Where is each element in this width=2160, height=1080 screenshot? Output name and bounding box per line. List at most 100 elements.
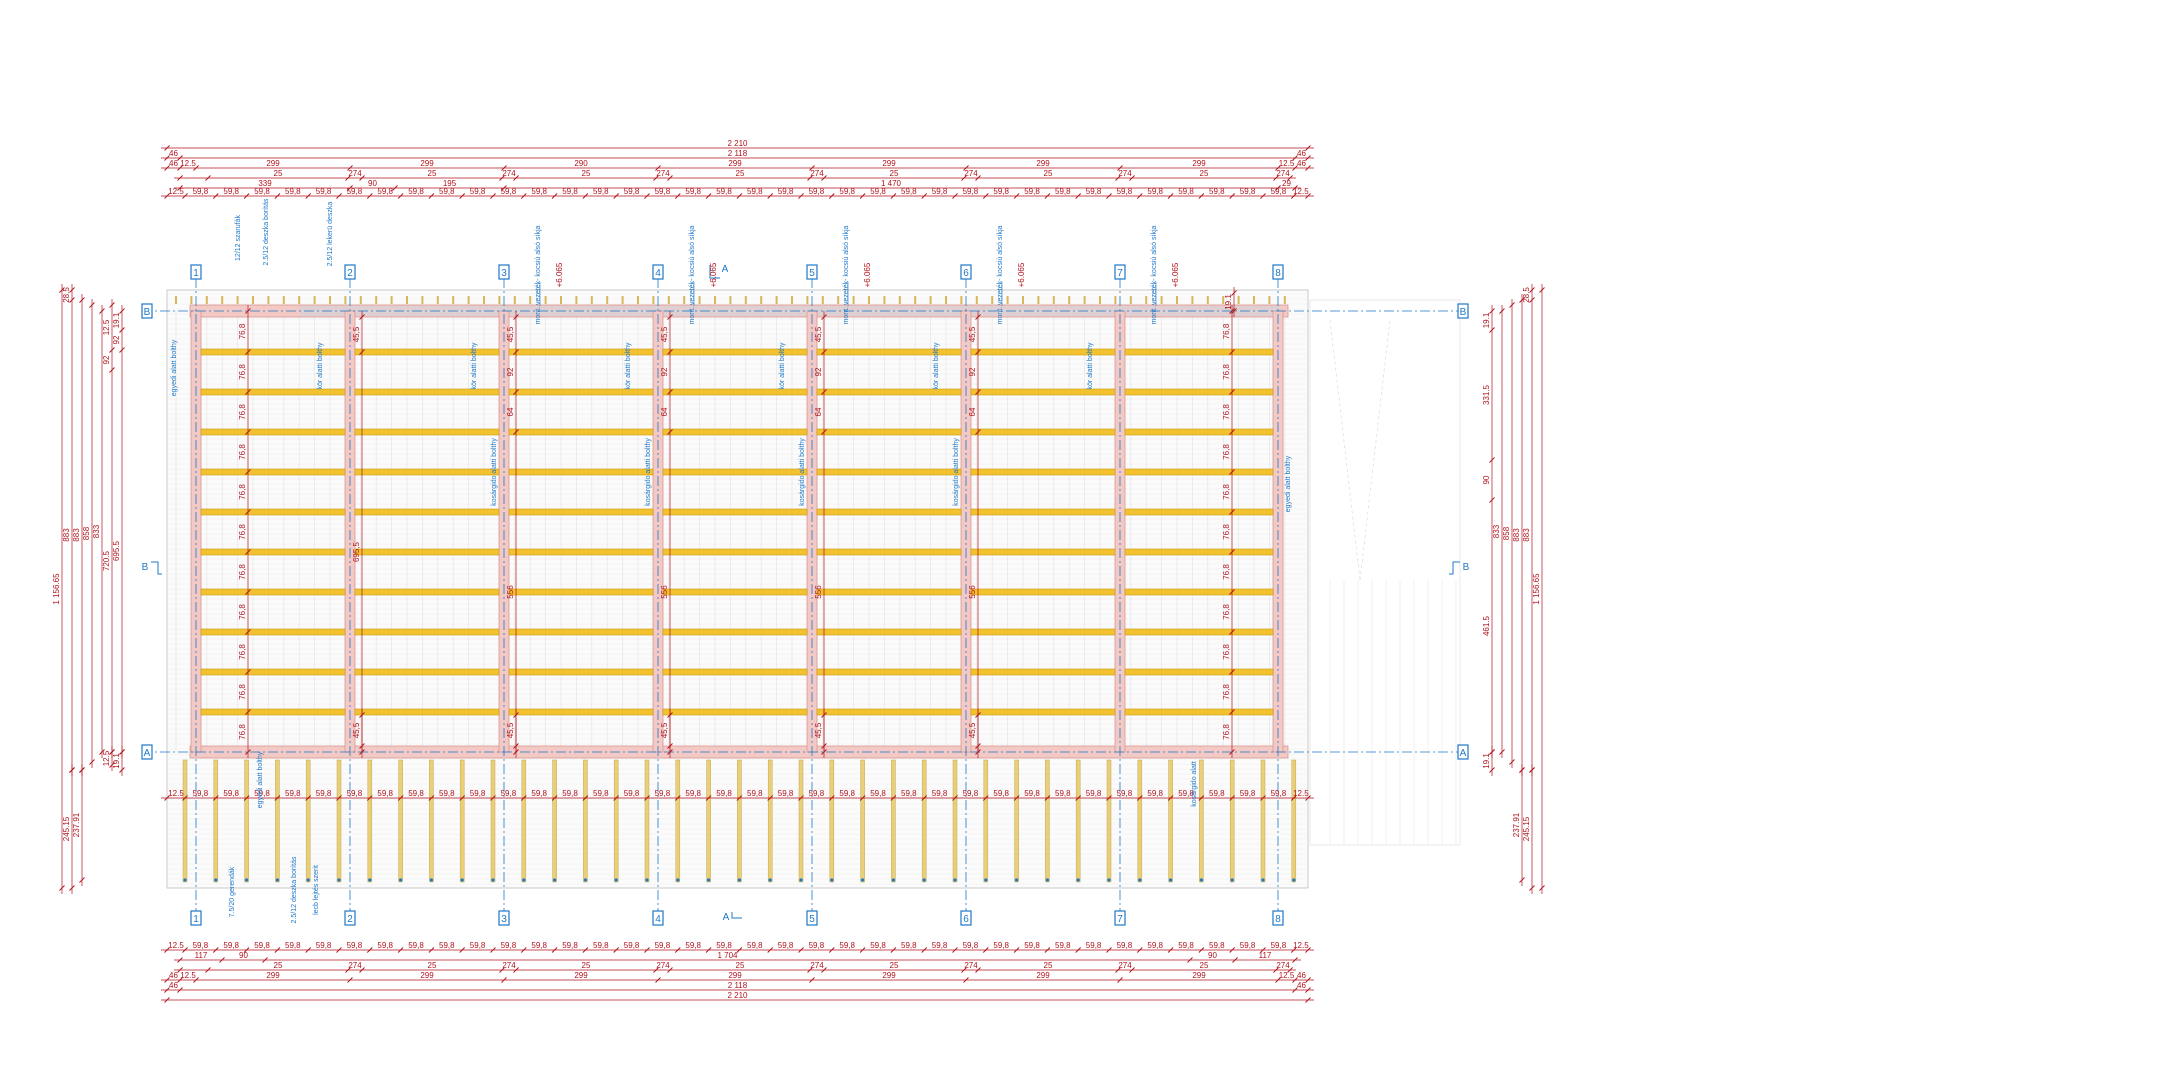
dimension-tick bbox=[1290, 947, 1297, 953]
dimension-tick bbox=[667, 967, 673, 973]
dimension-label: 858 bbox=[82, 526, 91, 540]
dimension-tick bbox=[1499, 308, 1505, 314]
dimension-tick bbox=[921, 795, 928, 801]
purlin bbox=[970, 668, 1116, 676]
dimension-tick bbox=[1013, 795, 1020, 801]
dimension-tick bbox=[428, 947, 435, 953]
dimension-tick bbox=[69, 885, 75, 891]
purlin bbox=[354, 548, 500, 556]
overhang-rafter bbox=[583, 759, 588, 883]
top-note-installation: mont. vezeték- kocsiú alsó síkja bbox=[689, 225, 696, 324]
purlin bbox=[200, 508, 346, 516]
dimension-tick bbox=[982, 193, 989, 199]
kosarido-note: kosárgido alatti bolthy bbox=[799, 438, 806, 506]
dimension-tick bbox=[119, 327, 125, 333]
grid-bubble-label: 6 bbox=[963, 914, 969, 925]
dimension-tick bbox=[975, 175, 981, 181]
dimension-label: 59,8 bbox=[1117, 187, 1133, 196]
level-label: +6.065 bbox=[1017, 262, 1026, 287]
dimension-tick bbox=[982, 947, 989, 953]
dimension-tick bbox=[243, 193, 250, 199]
grid-bubble bbox=[1114, 910, 1126, 926]
dimension-tick bbox=[809, 165, 815, 171]
dimension-label: 59,8 bbox=[501, 789, 517, 798]
dimension-tick bbox=[1044, 795, 1051, 801]
dimension-label: 12.5 bbox=[1279, 159, 1295, 168]
dimension-tick bbox=[821, 967, 827, 973]
purlin bbox=[970, 628, 1116, 636]
rafters-layer bbox=[175, 296, 1297, 883]
dimension-tick bbox=[1539, 885, 1545, 891]
dimension-tick bbox=[119, 308, 125, 314]
grid-bubble-label: 6 bbox=[963, 268, 969, 279]
dimension-label: 59,8 bbox=[901, 941, 917, 950]
dimension-label: 45,5 bbox=[660, 722, 669, 738]
dimension-label: 46 bbox=[1297, 971, 1306, 980]
purlin bbox=[200, 548, 346, 556]
dimension-tick bbox=[1260, 947, 1266, 953]
dimension-label: 76,8 bbox=[1222, 564, 1231, 580]
dimension-label: 25 bbox=[1200, 961, 1209, 970]
dimension-label: 883 bbox=[72, 528, 81, 542]
dimension-tick bbox=[890, 193, 897, 199]
dimension-label: 556 bbox=[814, 585, 823, 599]
dimension-label: 59,8 bbox=[1271, 789, 1287, 798]
dimension-label: 274 bbox=[810, 961, 824, 970]
dimension-tick bbox=[890, 947, 897, 953]
dimension-label: 720.5 bbox=[102, 550, 111, 571]
dimension-label: 59,8 bbox=[870, 789, 886, 798]
dimension-label: 59,8 bbox=[747, 789, 763, 798]
dimension-tick bbox=[798, 795, 804, 801]
dimension-label: 59,8 bbox=[685, 789, 701, 798]
dimension-tick bbox=[243, 795, 250, 801]
dimension-label: 28.5 bbox=[1522, 287, 1531, 303]
purlin bbox=[816, 548, 962, 556]
dimension-label: 12.5 bbox=[1293, 941, 1309, 950]
dimension-tick bbox=[274, 193, 281, 199]
grid-bubble bbox=[498, 264, 510, 280]
dimension-label: 59,8 bbox=[1024, 789, 1040, 798]
purlin bbox=[508, 348, 654, 356]
kor-alatt-note: kör alatti bolthy bbox=[933, 342, 940, 390]
dimension-label: 92 bbox=[506, 367, 515, 376]
rafter-anchor bbox=[183, 878, 187, 882]
dimension-label: 59,8 bbox=[439, 941, 455, 950]
section-mark: A bbox=[723, 912, 730, 923]
overhang-rafter bbox=[613, 759, 619, 883]
overhang-rafter bbox=[767, 759, 773, 883]
dimension-tick bbox=[177, 967, 183, 973]
purlin bbox=[508, 468, 654, 476]
dimension-label: 59,8 bbox=[747, 187, 763, 196]
rafter-anchor bbox=[399, 878, 403, 882]
dimension-label: 299 bbox=[1192, 159, 1206, 168]
dimension-label: 1 470 bbox=[881, 179, 902, 188]
dimension-label: 76,8 bbox=[1222, 684, 1231, 700]
overhang-rafter bbox=[737, 759, 742, 883]
dimension-tick bbox=[274, 795, 281, 801]
dimension-label: 59,8 bbox=[747, 941, 763, 950]
dimension-label: 76,8 bbox=[238, 444, 247, 460]
dimension-tick bbox=[1075, 193, 1082, 199]
dimension-tick bbox=[347, 185, 353, 191]
dimension-label: 59,8 bbox=[1209, 187, 1225, 196]
dimension-label: 59,8 bbox=[716, 789, 732, 798]
grid-bubble-label: 5 bbox=[809, 914, 815, 925]
dimension-label: 1 156.65 bbox=[52, 573, 61, 605]
dimension-label: 299 bbox=[728, 159, 742, 168]
purlin bbox=[508, 548, 654, 556]
dimension-label: 25 bbox=[1044, 169, 1053, 178]
rafter-anchor bbox=[922, 878, 926, 882]
dimension-tick bbox=[336, 193, 342, 199]
purlin bbox=[1124, 588, 1274, 596]
dimension-tick bbox=[975, 967, 981, 973]
purlin bbox=[816, 348, 962, 356]
overhang-rafter bbox=[552, 759, 557, 883]
right-side-note: egyedi alatt bolthy bbox=[1285, 455, 1292, 512]
dimension-tick bbox=[655, 977, 661, 983]
dimension-label: 59,8 bbox=[932, 187, 948, 196]
bottom-note-beams: 7.5/20 gerendák bbox=[229, 866, 236, 917]
dimension-tick bbox=[767, 193, 774, 199]
section-arrow bbox=[731, 912, 742, 919]
dimension-label: 59,8 bbox=[285, 187, 301, 196]
dimension-tick bbox=[1489, 767, 1495, 773]
